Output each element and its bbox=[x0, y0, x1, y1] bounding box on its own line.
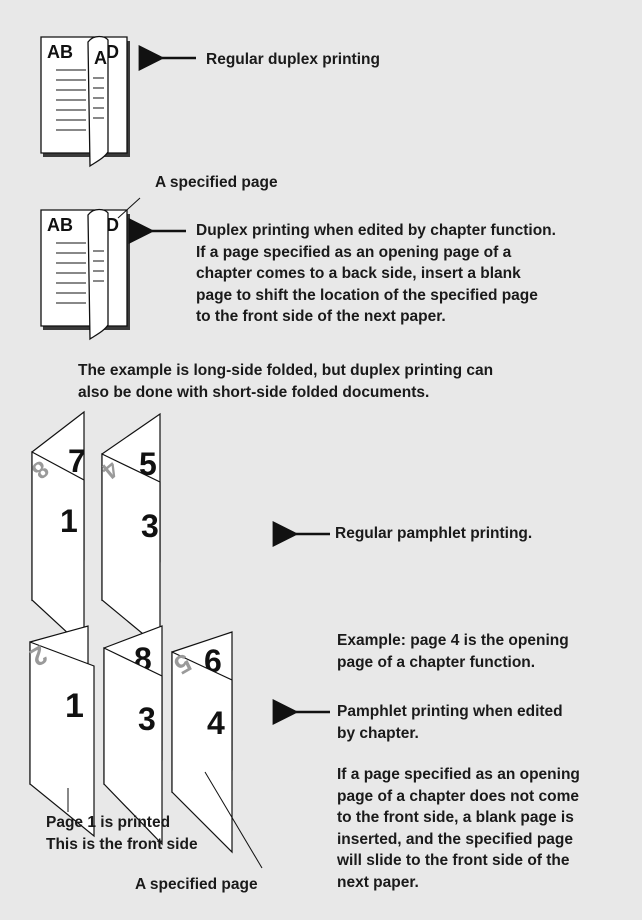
explanation-line: to the front side, a blank page is bbox=[337, 809, 574, 826]
page1-label-line: This is the front side bbox=[46, 835, 198, 853]
note-line: also be done with short-side folded docu… bbox=[78, 383, 430, 401]
page1-label-line: Page 1 is printed bbox=[46, 814, 171, 831]
caption-line: chapter comes to a back side, insert a b… bbox=[196, 265, 521, 282]
chapter-pamphlet-sheet-3: 6 5 4 bbox=[169, 631, 233, 854]
explanation-line: If a page specified as an opening bbox=[337, 766, 580, 783]
caption-line: page to shift the location of the specif… bbox=[196, 286, 538, 304]
pamphlet-sheet-2: 5 4 3 bbox=[96, 412, 161, 650]
chapter1-front-number: 1 bbox=[65, 687, 84, 725]
pamphlet2-front-number: 3 bbox=[141, 508, 159, 544]
explanation-line: inserted, and the specified page bbox=[337, 830, 574, 848]
example-line: Example: page 4 is the opening bbox=[337, 632, 569, 649]
regular-duplex-caption: Regular duplex printing bbox=[206, 51, 380, 68]
pamphlet-sheet-1: 7 8 1 bbox=[26, 410, 86, 650]
caption-line: to the front side of the next paper. bbox=[196, 308, 446, 325]
flip-page-letter: A bbox=[94, 48, 107, 68]
specified-page-label-2: A specified page bbox=[135, 876, 258, 893]
chapter-book-left-letters: AB bbox=[47, 215, 73, 235]
explanation-line: next paper. bbox=[337, 873, 419, 891]
specified-page-label: A specified page bbox=[155, 174, 278, 191]
specified-page-pointer-line-2 bbox=[204, 771, 263, 869]
chapter3-front-number: 4 bbox=[207, 705, 225, 741]
caption-line: by chapter. bbox=[337, 724, 419, 742]
duplex-book-icon: AB D A bbox=[40, 35, 130, 168]
folding-note: The example is long-side folded, but dup… bbox=[78, 360, 493, 403]
chapter-duplex-caption: Duplex printing when edited by chapter f… bbox=[196, 220, 556, 328]
pamphlet2-back-number: 5 bbox=[139, 446, 157, 482]
example-line: page of a chapter function. bbox=[337, 653, 536, 671]
pamphlet1-front-number: 1 bbox=[60, 503, 78, 539]
note-line: The example is long-side folded, but dup… bbox=[78, 362, 494, 379]
example-text: Example: page 4 is the opening page of a… bbox=[337, 630, 569, 673]
chapter-pamphlet-explanation: If a page specified as an opening page o… bbox=[337, 764, 580, 893]
book-right-letter: D bbox=[106, 42, 119, 62]
pamphlet1-back-number: 7 bbox=[68, 443, 86, 479]
specified-page-pointer-line bbox=[117, 197, 141, 219]
caption-line: If a page specified as an opening page o… bbox=[196, 243, 512, 261]
book-left-letters: AB bbox=[47, 42, 73, 62]
explanation-line: will slide to the front side of the bbox=[337, 852, 570, 869]
explanation-line: page of a chapter does not come bbox=[337, 787, 580, 805]
regular-pamphlet-caption: Regular pamphlet printing. bbox=[335, 525, 533, 542]
caption-line: Duplex printing when edited by chapter f… bbox=[196, 222, 556, 239]
chapter-pamphlet-sheet-2: 8 3 bbox=[103, 625, 163, 846]
chapter2-front-number: 3 bbox=[138, 701, 156, 737]
page1-label: Page 1 is printed This is the front side bbox=[46, 812, 198, 855]
chapter-book-icon: AB D bbox=[40, 208, 130, 341]
chapter-pamphlet-caption: Pamphlet printing when edited by chapter… bbox=[337, 701, 563, 744]
chapter-book-right-letter: D bbox=[106, 215, 119, 235]
chapter-pamphlet-sheet-1: 2 1 bbox=[25, 625, 95, 838]
caption-line: Pamphlet printing when edited bbox=[337, 703, 563, 720]
